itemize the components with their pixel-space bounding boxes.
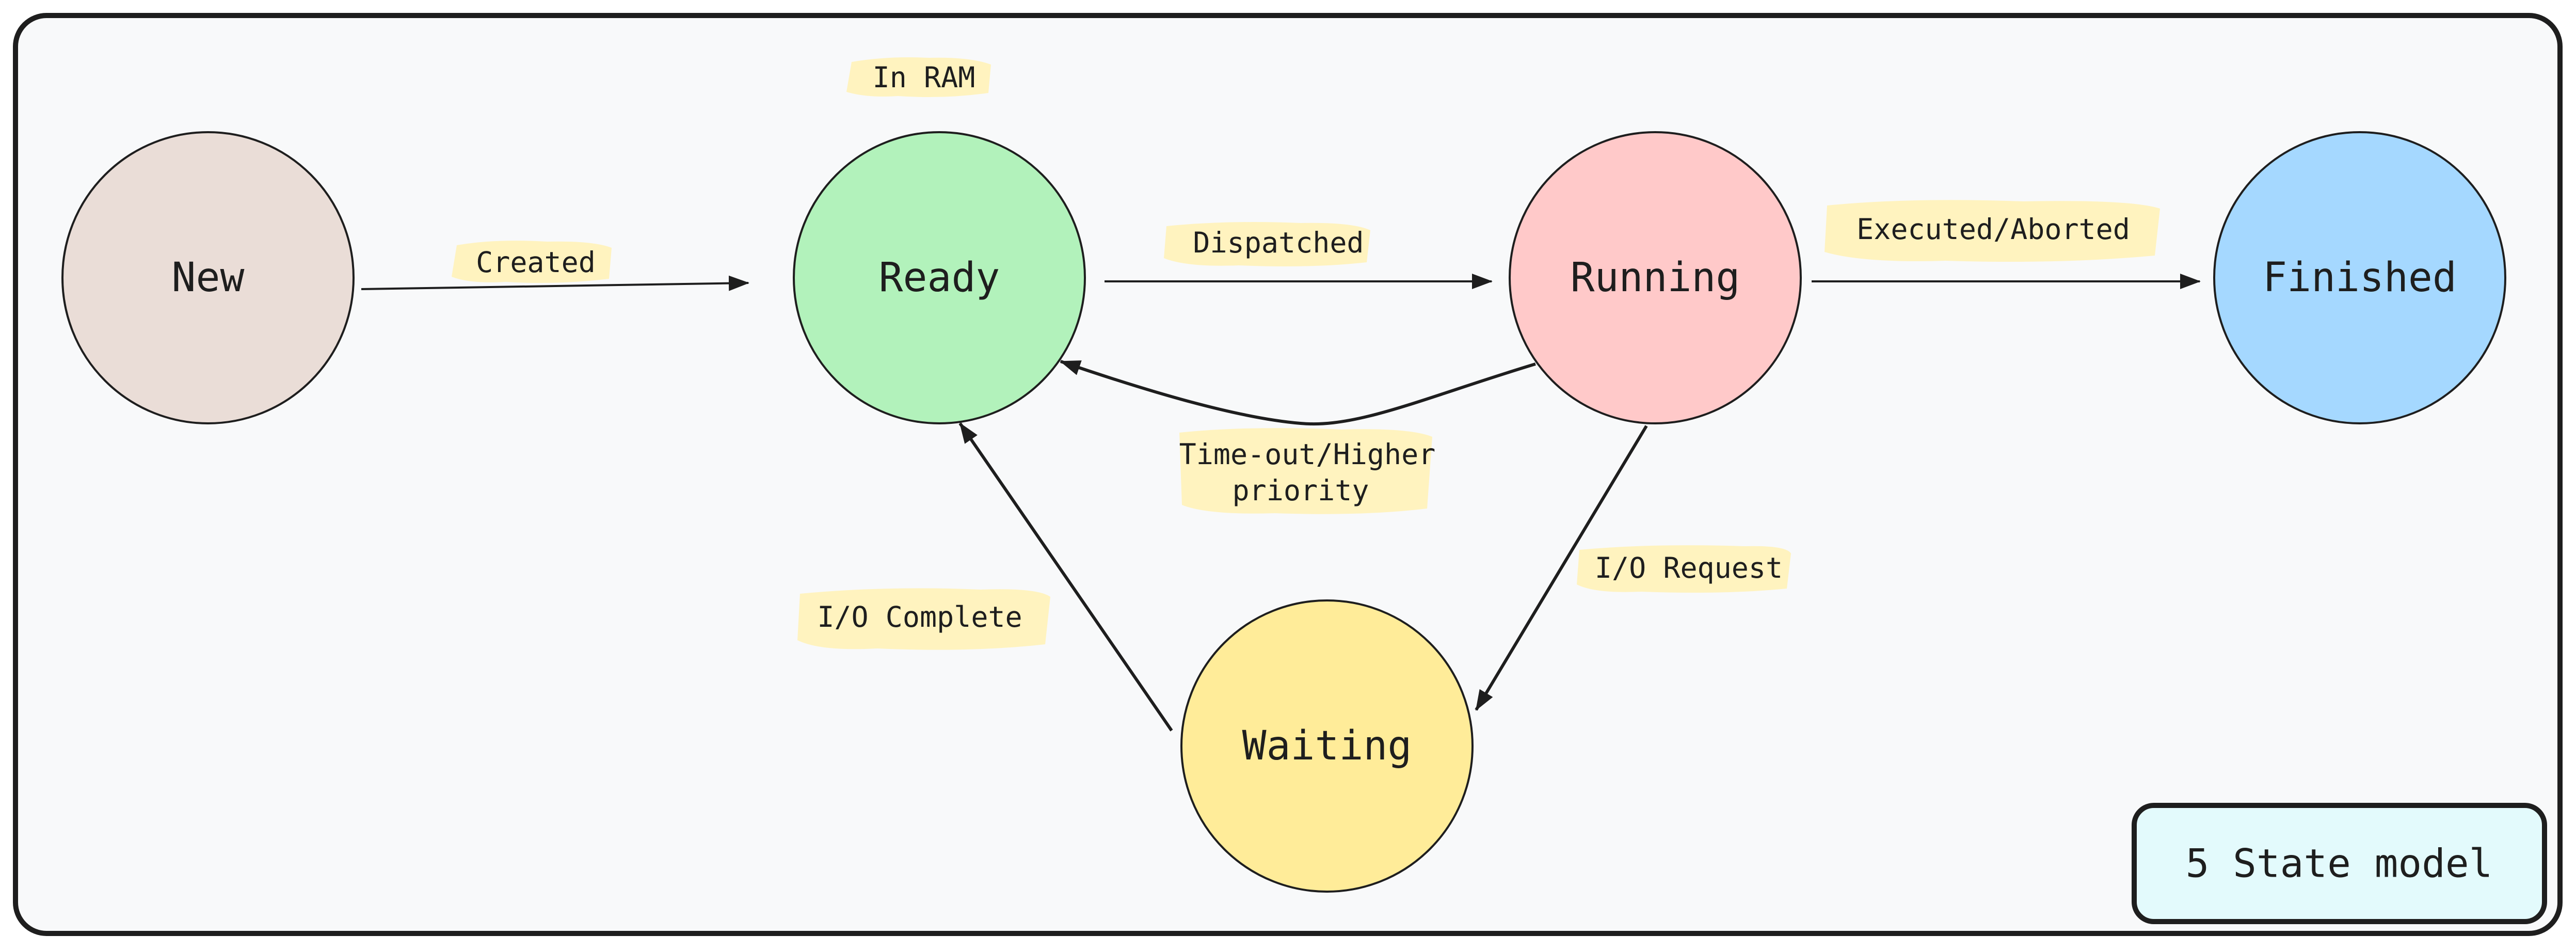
title-box-rect <box>2132 803 2547 924</box>
state-waiting-circle <box>1180 599 1474 893</box>
state-ready: Ready <box>793 131 1086 424</box>
state-new-circle <box>61 131 355 424</box>
state-new-label: New <box>172 255 245 301</box>
state-finished-circle <box>2213 131 2506 424</box>
state-finished: Finished <box>2213 131 2506 424</box>
title-box: 5 State model <box>2132 803 2547 924</box>
arrow-timeout <box>1060 360 1536 426</box>
arrow-io-complete <box>958 422 1173 732</box>
state-running: Running <box>1509 131 1802 424</box>
highlight-dispatched <box>1164 222 1370 266</box>
label-created: Created <box>476 246 596 279</box>
highlight-io-request <box>1577 545 1791 593</box>
state-ready-label: Ready <box>879 255 1000 301</box>
label-io-request: I/O Request <box>1595 551 1783 584</box>
state-running-circle <box>1509 131 1802 424</box>
highlight-in-ram <box>846 57 991 97</box>
arrow-created <box>361 275 749 291</box>
state-waiting-label: Waiting <box>1242 723 1412 769</box>
highlight-executed <box>1825 200 2160 262</box>
note-in-ram: In RAM <box>873 61 975 94</box>
state-finished-label: Finished <box>2263 255 2457 301</box>
state-running-label: Running <box>1571 255 1740 301</box>
transition-arrows <box>361 274 2201 732</box>
highlight-timeout <box>1179 428 1432 514</box>
label-executed-aborted: Executed/Aborted <box>1857 213 2130 246</box>
state-ready-circle <box>793 131 1086 424</box>
highlight-io-complete <box>797 588 1050 650</box>
label-highlights <box>452 57 2160 650</box>
label-io-complete: I/O Complete <box>817 600 1022 633</box>
highlight-created <box>452 241 612 283</box>
label-timeout-line2: priority <box>1233 474 1369 507</box>
state-waiting: Waiting <box>1180 599 1474 893</box>
label-dispatched: Dispatched <box>1193 226 1364 259</box>
label-timeout-line1: Time-out/Higher <box>1179 438 1436 471</box>
diagram-title: 5 State model <box>2186 841 2493 886</box>
state-new: New <box>61 131 355 424</box>
arrow-io-request <box>1475 425 1648 711</box>
